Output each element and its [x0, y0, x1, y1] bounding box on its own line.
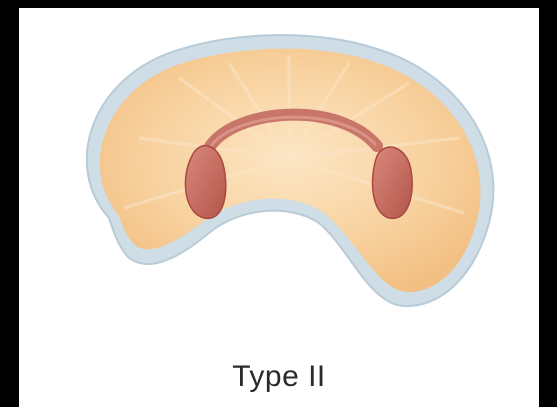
diagram-illustration	[19, 8, 539, 338]
diagram-caption: Type II	[19, 360, 539, 394]
right-organ	[373, 147, 413, 218]
left-organ	[185, 146, 225, 219]
diagram-panel: Type II	[19, 8, 539, 407]
